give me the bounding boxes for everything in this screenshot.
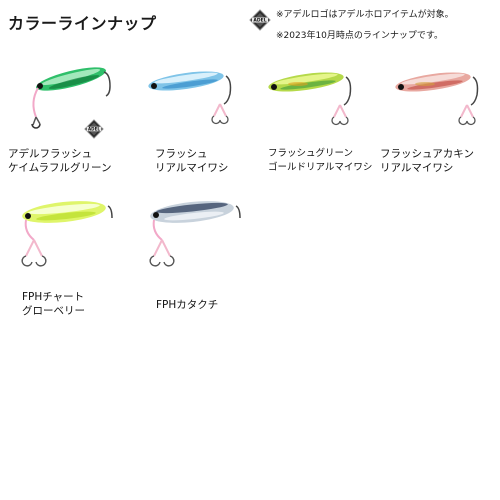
note-adel-logo: ※アデルロゴはアデルホロアイテムが対象。 bbox=[276, 10, 454, 20]
color-item-fph-katakuchi[interactable] bbox=[140, 190, 250, 280]
color-name-line1: アデルフラッシュ bbox=[8, 148, 92, 160]
jig-lure-icon bbox=[26, 62, 116, 137]
color-item-flash-akakin-real-maiwashi[interactable] bbox=[385, 64, 485, 139]
jig-lure-icon bbox=[140, 190, 250, 280]
color-name-line2: リアルマイワシ bbox=[155, 162, 229, 174]
color-item-adel-flash-keimura-full-green[interactable] bbox=[26, 62, 116, 137]
jig-lure-icon bbox=[258, 64, 358, 139]
color-name-line1: FPHカタクチ bbox=[156, 299, 219, 311]
color-item-fph-chart-glow-berry[interactable] bbox=[12, 190, 122, 280]
note-lineup-date: ※2023年10月時点のラインナップです。 bbox=[276, 31, 443, 41]
color-item-flash-green-gold-real-maiwashi[interactable] bbox=[258, 64, 358, 139]
color-name-line2: リアルマイワシ bbox=[380, 162, 454, 174]
color-name-line1: フラッシュグリーン bbox=[268, 148, 354, 159]
color-name-line1: フラッシュアカキン bbox=[380, 148, 474, 160]
jig-lure-icon bbox=[385, 64, 485, 139]
svg-text:ADEL: ADEL bbox=[253, 18, 266, 24]
svg-text:ADEL: ADEL bbox=[88, 126, 100, 131]
page-title: カラーラインナップ bbox=[8, 14, 157, 33]
jig-lure-icon bbox=[138, 64, 238, 139]
adel-logo-badge: ADEL bbox=[84, 119, 104, 143]
color-name-line2: ケイムラフルグリーン bbox=[8, 162, 112, 174]
color-item-flash-real-maiwashi[interactable] bbox=[138, 64, 238, 139]
adel-logo-badge: ADEL bbox=[249, 9, 271, 35]
color-name-line2: グローベリー bbox=[22, 305, 85, 317]
color-name-line2: ゴールドリアルマイワシ bbox=[268, 162, 373, 173]
color-name-line1: フラッシュ bbox=[155, 148, 208, 160]
color-name-line1: FPHチャート bbox=[22, 291, 85, 303]
jig-lure-icon bbox=[12, 190, 122, 280]
